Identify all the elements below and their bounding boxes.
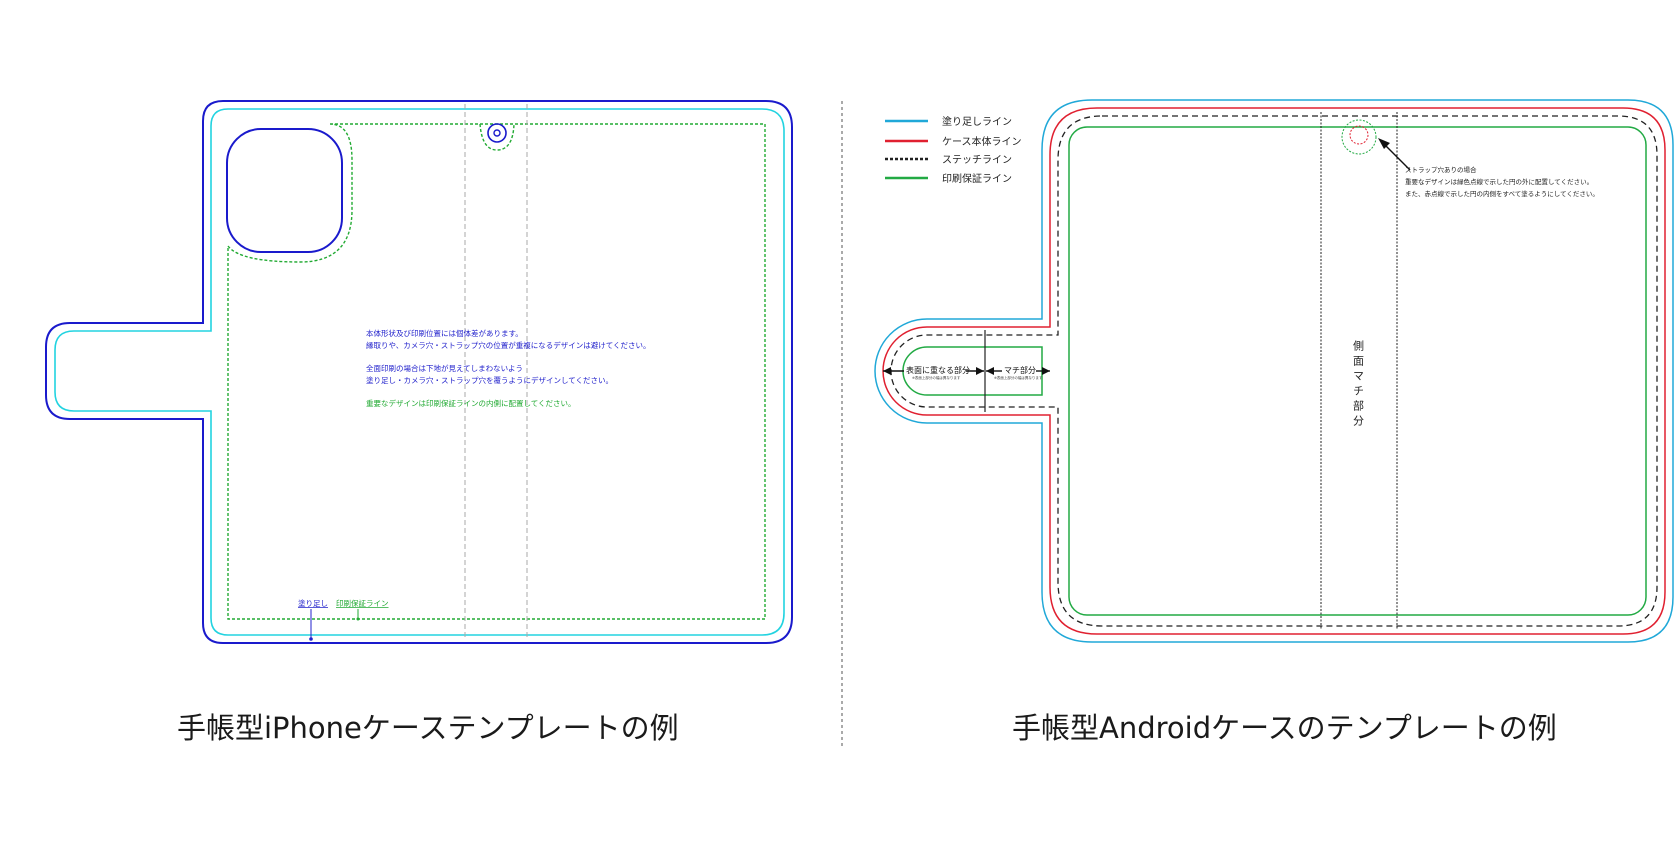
android-tab-gusset-sublabel: ※表面上部分の幅は異なります <box>994 375 1043 380</box>
android-strap-arrow-head <box>1378 138 1390 149</box>
legend-stitch-label: ステッチライン <box>942 154 1012 166</box>
iphone-bleed-line <box>54 108 785 636</box>
android-tab-gusset-arrowhead-left <box>986 367 994 375</box>
legend-bleed-label: 塗り足しライン <box>942 115 1012 128</box>
iphone-caption: 手帳型iPhoneケーステンプレートの例 <box>177 711 679 745</box>
android-strap-safe-circle <box>1341 119 1377 155</box>
iphone-print-safe-line <box>227 123 766 620</box>
legend-safe-label: 印刷保証ライン <box>942 172 1012 185</box>
android-tab-front-arrowhead-right <box>976 367 984 375</box>
android-strap-note-3: また、赤点線で示した円の内側をすべて塗るようにしてください。 <box>1405 189 1599 198</box>
android-tab-gusset-arrowhead-right <box>1042 367 1050 375</box>
android-tab-front-sublabel: ※表面上部分の幅は異なります <box>912 375 961 380</box>
iphone-label-safe: 印刷保証ライン <box>336 598 389 608</box>
android-side-label: 側面マチ部分 <box>1352 340 1365 430</box>
android-tab-front-label: 表面に重なる部分 <box>906 365 970 375</box>
android-tab-front-arrowhead-left <box>883 367 891 375</box>
iphone-case-outline <box>45 100 793 644</box>
iphone-strap-safe-arc <box>479 123 515 151</box>
iphone-note-1: 本体形状及び印刷位置には個体差があります。 <box>366 328 523 338</box>
android-case-body-line <box>882 107 1666 635</box>
iphone-bleed-pointer-dot <box>309 637 313 641</box>
iphone-note-2: 縁取りや、カメラ穴・ストラップ穴の位置が重複になるデザインは避けてください。 <box>366 340 651 350</box>
android-strap-note-2: 重要なデザインは緑色点線で示した円の外に配置してください。 <box>1405 177 1593 186</box>
android-stitch-line <box>890 115 1658 627</box>
iphone-template: 本体形状及び印刷位置には個体差があります。 縁取りや、カメラ穴・ストラップ穴の位… <box>45 100 793 644</box>
android-strap-fill-circle <box>1349 125 1369 145</box>
legend-body-label: ケース本体ライン <box>942 135 1022 148</box>
iphone-safe-pointer-dot <box>356 617 360 621</box>
iphone-label-bleed: 塗り足し <box>298 598 328 608</box>
android-print-safe-main <box>1068 126 1647 616</box>
android-print-safe-tab <box>902 346 1043 396</box>
iphone-note-3: 全面印刷の場合は下地が見えてしまわないよう <box>366 363 523 373</box>
android-bleed-line <box>874 99 1674 643</box>
iphone-note-4: 塗り足し・カメラ穴・ストラップ穴を覆うようにデザインしてください。 <box>366 375 613 385</box>
android-tab-gusset-label: マチ部分 <box>1004 365 1036 375</box>
android-strap-note-1: ストラップ穴ありの場合 <box>1405 165 1477 174</box>
iphone-strap-hole-inner <box>493 129 501 137</box>
android-caption: 手帳型Androidケースのテンプレートの例 <box>1012 711 1557 745</box>
iphone-strap-hole-outer <box>487 123 507 143</box>
iphone-camera-hole <box>226 128 343 253</box>
iphone-note-5: 重要なデザインは印刷保証ラインの内側に配置してください。 <box>366 398 576 408</box>
android-legend: 塗り足しライン ケース本体ライン ステッチライン 印刷保証ライン <box>885 115 1022 185</box>
android-template: ストラップ穴ありの場合 重要なデザインは緑色点線で示した円の外に配置してください… <box>874 99 1674 643</box>
